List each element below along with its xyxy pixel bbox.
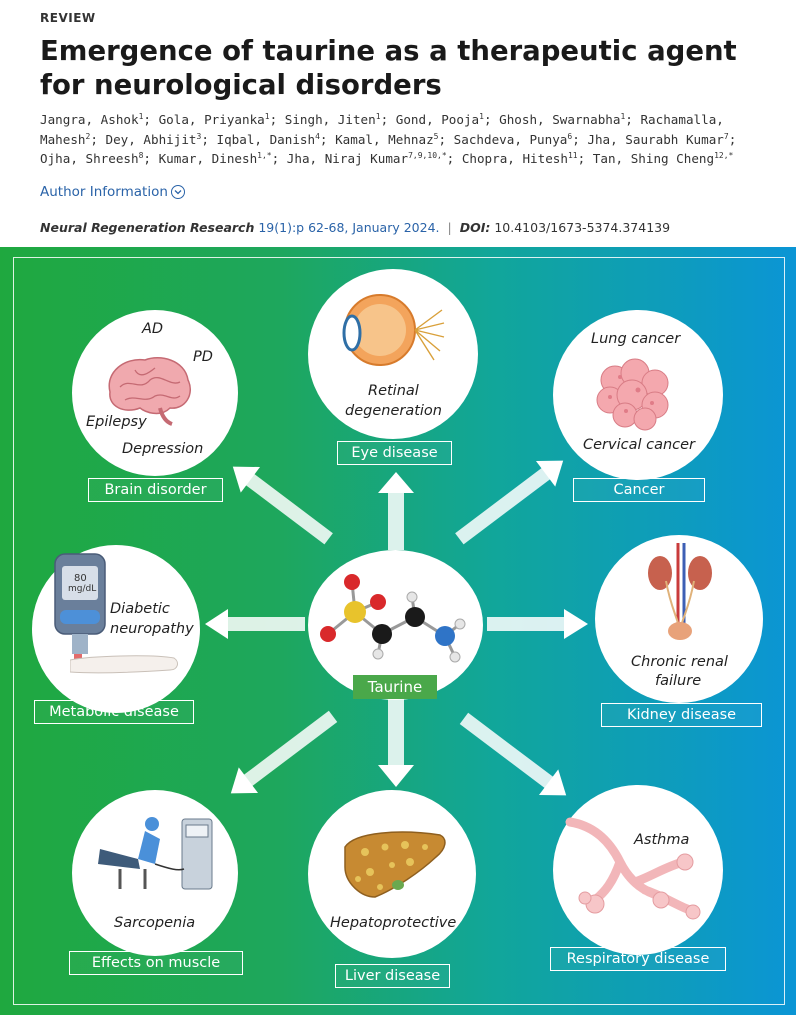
author-name[interactable]: Tan, Shing Cheng bbox=[592, 151, 715, 166]
author-name[interactable]: Sachdeva, Punya bbox=[453, 131, 568, 147]
brain-icon bbox=[108, 357, 191, 426]
eye-icon bbox=[342, 294, 445, 366]
brain-item-epilepsy: Epilepsy bbox=[86, 414, 147, 430]
label-kidney-disease: Kidney disease bbox=[601, 703, 762, 727]
cancer-item-lung: Lung cancer bbox=[591, 331, 681, 347]
author-affiliation-sup: 12,* bbox=[714, 150, 734, 160]
label-liver-disease: Liver disease bbox=[335, 964, 450, 988]
resp-item-asthma: Asthma bbox=[634, 832, 690, 848]
label-respiratory-disease: Respiratory disease bbox=[550, 947, 726, 971]
author-name[interactable]: Kamal, Mehnaz bbox=[335, 131, 434, 147]
author-affiliation-sup: 7,9,10,* bbox=[408, 150, 447, 160]
brain-item-depression: Depression bbox=[122, 441, 204, 457]
arrows-layer bbox=[205, 460, 588, 796]
lungs-airway-icon bbox=[565, 817, 701, 920]
eye-item-retinal: Retinal bbox=[368, 383, 419, 399]
taurine-molecule-icon bbox=[320, 574, 466, 663]
graphical-abstract: AD PD Epilepsy Depression Brain disorder… bbox=[0, 247, 796, 1015]
author-affiliation-sup: 4 bbox=[315, 131, 320, 141]
author-name[interactable]: Chopra, Hitesh bbox=[461, 151, 568, 166]
kidney-item-chronic: Chronic renal bbox=[631, 654, 728, 670]
journal-name[interactable]: Neural Regeneration Research bbox=[40, 220, 255, 235]
liver-icon bbox=[344, 831, 446, 898]
meter-reading-unit: mg/dL bbox=[68, 584, 97, 594]
author-affiliation-sup: 11 bbox=[567, 150, 578, 160]
author-information-toggle[interactable]: Author Information bbox=[40, 184, 185, 200]
arrow-up-right-cancer bbox=[455, 460, 564, 545]
liver-item-hepatoprotective: Hepatoprotective bbox=[330, 915, 457, 931]
citation-line: Neural Regeneration Research 19(1):p 62-… bbox=[40, 220, 670, 235]
figure-inner-frame bbox=[13, 257, 785, 1005]
author-affiliation-sup: 1 bbox=[479, 111, 484, 121]
label-cancer: Cancer bbox=[573, 478, 705, 502]
exercise-machine-icon bbox=[98, 817, 213, 890]
finger-icon bbox=[70, 655, 178, 674]
author-name[interactable]: Ghosh, Swarnabha bbox=[499, 112, 621, 127]
author-affiliation-sup: 1 bbox=[620, 111, 626, 121]
author-name[interactable]: Jha, Niraj Kumar bbox=[286, 151, 409, 166]
kidney-icon bbox=[648, 543, 712, 640]
author-name[interactable]: Rachamalla, Mahesh bbox=[40, 112, 724, 147]
author-name[interactable]: Iqbal, Danish bbox=[216, 131, 316, 147]
meter-reading-value: 80 bbox=[74, 573, 87, 584]
article-title: Emergence of taurine as a therapeutic ag… bbox=[40, 35, 737, 101]
author-name[interactable]: Jangra, Ashok bbox=[40, 112, 139, 127]
author-affiliation-sup: 5 bbox=[433, 131, 439, 141]
author-name[interactable]: Kumar, Dinesh bbox=[158, 151, 258, 166]
brain-item-pd: PD bbox=[193, 349, 213, 365]
metabolic-item-diabetic: Diabetic bbox=[110, 601, 170, 617]
brain-item-ad: AD bbox=[142, 321, 164, 337]
label-eye-disease: Eye disease bbox=[337, 441, 452, 465]
cancer-cell-icon bbox=[596, 358, 669, 431]
author-name[interactable]: Jha, Saurabh Kumar bbox=[587, 131, 724, 147]
chevron-down-icon bbox=[170, 185, 185, 199]
arrow-down-left-muscle bbox=[230, 710, 338, 794]
author-name[interactable]: Dey, Abhijit bbox=[105, 131, 197, 147]
author-affiliation-sup: 7 bbox=[723, 131, 729, 141]
arrow-down-right-resp bbox=[459, 712, 567, 796]
author-affiliation-sup: 2 bbox=[85, 131, 91, 141]
author-affiliation-sup: 1,* bbox=[257, 150, 272, 160]
eye-item-degeneration: degeneration bbox=[345, 403, 442, 419]
metabolic-item-neuropathy: neuropathy bbox=[110, 621, 194, 637]
arrow-left-metabolic bbox=[205, 609, 305, 639]
arrow-down-liver bbox=[378, 699, 414, 787]
author-name[interactable]: Singh, Jiten bbox=[284, 112, 376, 127]
author-name[interactable]: Ojha, Shreesh bbox=[40, 151, 139, 166]
volume-issue-link[interactable]: 19(1):p 62-68, January 2024. bbox=[258, 220, 440, 235]
cancer-item-cervical: Cervical cancer bbox=[583, 437, 696, 453]
arrow-up-left-brain bbox=[232, 466, 333, 545]
doi-value[interactable]: 10.4103/1673-5374.374139 bbox=[494, 220, 671, 235]
label-brain-disorder: Brain disorder bbox=[88, 478, 223, 502]
author-information-label: Author Information bbox=[40, 184, 168, 200]
author-name[interactable]: Gond, Pooja bbox=[395, 112, 480, 127]
arrow-up-eye bbox=[378, 472, 414, 550]
author-affiliation-sup: 6 bbox=[567, 131, 573, 141]
muscle-item-sarcopenia: Sarcopenia bbox=[114, 915, 196, 931]
respiratory-circle bbox=[553, 785, 723, 955]
label-effects-on-muscle: Effects on muscle bbox=[69, 951, 243, 975]
author-affiliation-sup: 1 bbox=[375, 111, 381, 121]
kidney-item-failure: failure bbox=[655, 673, 702, 689]
author-affiliation-sup: 1 bbox=[138, 111, 144, 121]
author-affiliation-sup: 3 bbox=[196, 131, 202, 141]
author-list: Jangra, Ashok1; Gola, Priyanka1; Singh, … bbox=[40, 111, 737, 166]
label-taurine: Taurine bbox=[353, 675, 437, 699]
author-affiliation-sup: 8 bbox=[138, 150, 144, 160]
article-type: REVIEW bbox=[40, 11, 96, 25]
arrow-right-kidney bbox=[487, 609, 588, 639]
label-metabolic-disease: Metabolic disease bbox=[34, 700, 194, 724]
author-name[interactable]: Gola, Priyanka bbox=[158, 112, 265, 127]
citation-separator: | bbox=[447, 220, 452, 235]
glucose-meter-icon bbox=[54, 553, 106, 668]
doi-label: DOI: bbox=[459, 220, 491, 235]
author-affiliation-sup: 1 bbox=[264, 111, 270, 121]
